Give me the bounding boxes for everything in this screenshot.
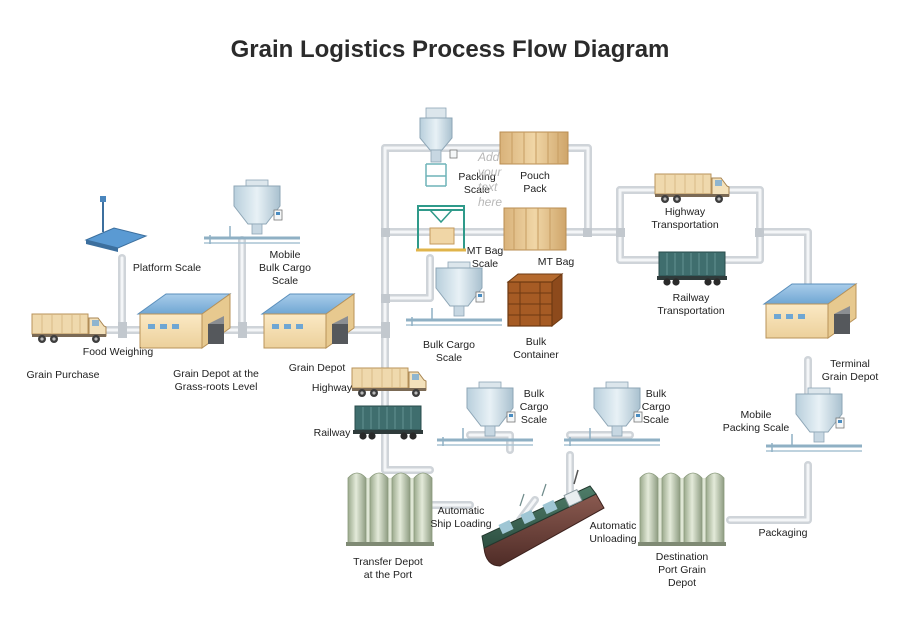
packing-scale-icon: [419, 107, 458, 187]
label-bulk-container: Bulk Container: [513, 336, 559, 361]
label-automatic-unloading: Automatic Unloading: [589, 520, 637, 545]
text-placeholder[interactable]: Add your text here: [478, 150, 503, 209]
label-pouch-pack: Pouch Pack: [520, 170, 550, 195]
label-bulk-cargo-scale-right: Bulk Cargo Scale: [641, 388, 671, 426]
diagram-title: Grain Logistics Process Flow Diagram: [230, 36, 670, 63]
label-railway: Railway: [313, 427, 351, 439]
label-platform-scale: Platform Scale: [132, 262, 202, 274]
label-terminal-grain-depot: Terminal Grain Depot: [821, 358, 879, 383]
mobile-bulk-cargo-scale-icon: [202, 178, 302, 246]
grain-depot-icon: [261, 293, 355, 349]
transfer-depot-silo-icon: [345, 472, 435, 547]
grain-truck-icon: [31, 313, 107, 344]
label-highway-transportation: Highway Transportation: [651, 206, 719, 231]
platform-scale-icon: [84, 196, 148, 252]
label-mobile-packing-scale: Mobile Packing Scale: [722, 409, 790, 434]
label-bulk-cargo-scale-top: Bulk Cargo Scale: [423, 339, 475, 364]
label-packaging: Packaging: [758, 527, 808, 539]
label-destination-port-depot: Destination Port Grain Depot: [655, 551, 709, 589]
bulk-container-icon: [506, 272, 564, 328]
label-food-weighing: Food Weighing: [82, 346, 154, 358]
highway-truck-icon: [654, 173, 730, 204]
railway-car-icon: [656, 251, 728, 287]
terminal-depot-icon: [763, 283, 857, 339]
label-highway: Highway: [311, 382, 353, 394]
label-bulk-cargo-scale-left: Bulk Cargo Scale: [519, 388, 549, 426]
label-mt-bag-scale: MT Bag Scale: [466, 245, 504, 270]
cargo-ship-icon: [481, 469, 605, 567]
pouch-pack-icon: [499, 131, 569, 165]
label-mobile-bulk-cargo-scale: Mobile Bulk Cargo Scale: [259, 249, 311, 287]
mt-bag-scale-icon: [416, 205, 466, 252]
label-automatic-ship-loading: Automatic Ship Loading: [430, 505, 492, 530]
label-transfer-depot: Transfer Depot at the Port: [353, 556, 423, 581]
label-mt-bag: MT Bag: [537, 256, 575, 268]
label-grain-purchase: Grain Purchase: [26, 369, 100, 381]
label-packing-scale: Packing Scale: [458, 171, 496, 196]
label-grain-depot: Grain Depot: [288, 362, 346, 374]
mt-bag-icon: [503, 207, 567, 251]
label-railway-transportation: Railway Transportation: [657, 292, 725, 317]
destination-depot-silo-icon: [637, 472, 727, 547]
label-grain-depot-grassroots: Grain Depot at the Grass-roots Level: [173, 368, 259, 393]
grassroots-depot-icon: [137, 293, 231, 349]
